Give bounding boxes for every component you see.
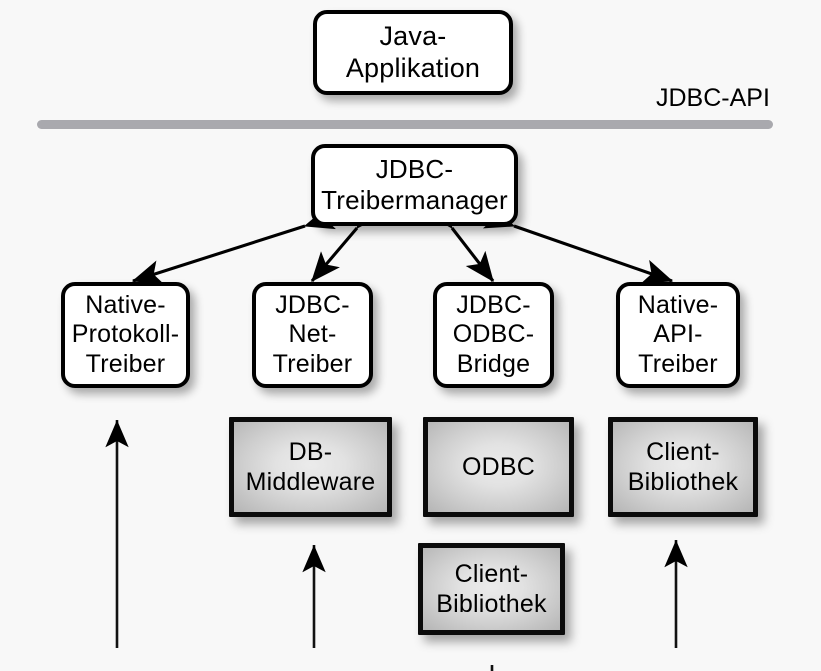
connector-manager-jdbc-net <box>310 198 385 283</box>
node-jdbc-net-treiber[interactable]: JDBC- Net- Treiber <box>252 282 373 388</box>
node-jdbc-odbc-bridge[interactable]: JDBC- ODBC- Bridge <box>433 282 554 388</box>
jdbc-api-divider <box>37 120 773 129</box>
node-odbc[interactable]: ODBC <box>423 417 574 517</box>
node-driver-manager[interactable]: JDBC- Treibermanager <box>311 144 518 226</box>
node-java-application[interactable]: Java- Applikation <box>313 10 513 95</box>
node-java-application-label: Java- Applikation <box>345 20 481 83</box>
node-db-middleware-label: DB- Middleware <box>245 438 376 496</box>
node-driver-manager-label: JDBC- Treibermanager <box>321 154 508 215</box>
node-client-bibliothek-odbc-label: Client- Bibliothek <box>436 560 547 618</box>
node-jdbc-net-treiber-label: JDBC- Net- Treiber <box>272 290 353 378</box>
jdbc-api-label: JDBC-API <box>656 84 770 112</box>
node-client-bibliothek-native-api[interactable]: Client- Bibliothek <box>608 417 758 517</box>
node-native-protokoll-treiber[interactable]: Native- Protokoll- Treiber <box>61 282 190 388</box>
node-native-protokoll-treiber-label: Native- Protokoll- Treiber <box>71 290 180 378</box>
node-native-api-treiber-label: Native- API- Treiber <box>637 290 719 378</box>
node-odbc-label: ODBC <box>461 453 536 481</box>
node-client-bibliothek-native-api-label: Client- Bibliothek <box>627 438 739 496</box>
connector-manager-native-api <box>482 204 674 284</box>
connector-manager-jdbc-odbc <box>424 197 495 282</box>
node-client-bibliothek-odbc[interactable]: Client- Bibliothek <box>418 543 565 635</box>
node-jdbc-odbc-bridge-label: JDBC- ODBC- Bridge <box>452 290 535 378</box>
connector-manager-native-protokoll <box>131 205 336 285</box>
node-db-middleware[interactable]: DB- Middleware <box>229 417 392 517</box>
node-native-api-treiber[interactable]: Native- API- Treiber <box>616 282 740 388</box>
